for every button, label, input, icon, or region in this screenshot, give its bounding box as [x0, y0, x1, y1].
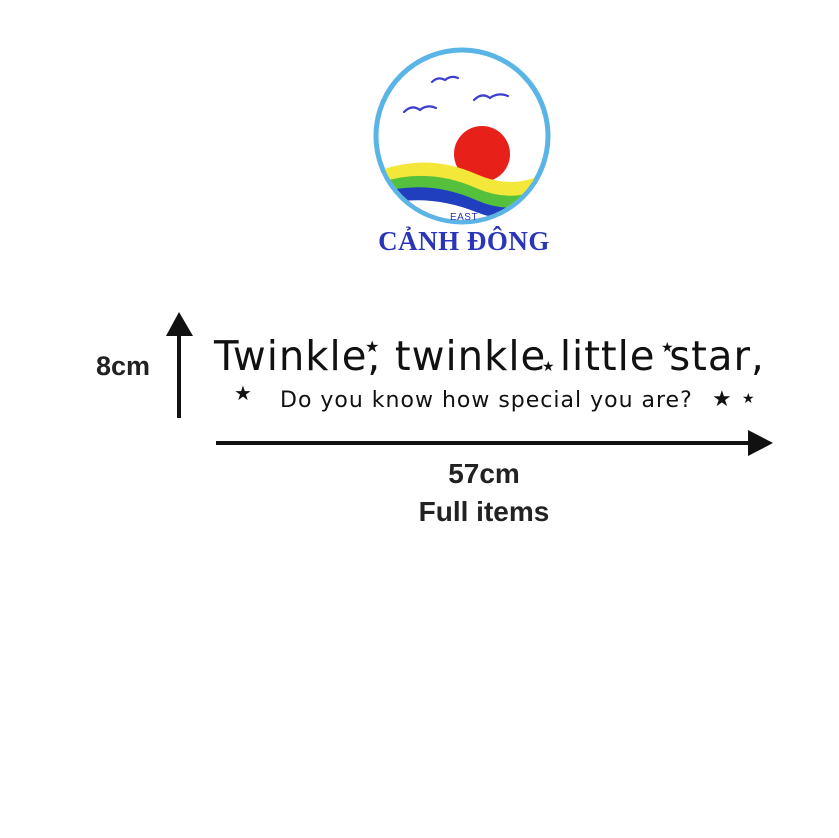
decal-line-2: Do you know how special you are? [280, 388, 693, 413]
full-items-label: Full items [418, 496, 550, 527]
star-icon: ★ [234, 383, 252, 405]
sun-icon [454, 126, 510, 182]
height-arrow-head [166, 312, 193, 336]
star-icon: ★ [365, 339, 380, 356]
logo-emblem [373, 47, 551, 225]
wave-white [378, 196, 546, 220]
width-arrow-head [748, 430, 773, 456]
star-icon: ★ [542, 358, 555, 374]
brand-logo: EAST CẢNH ĐÔNG [366, 42, 566, 272]
star-icon: ★ [712, 386, 732, 411]
height-label: 8cm [96, 351, 151, 381]
width-label: 57cm [448, 458, 520, 489]
logo-small-text: EAST [449, 212, 479, 223]
star-icon: ★ [742, 390, 755, 406]
brand-name: CẢNH ĐÔNG [378, 226, 550, 256]
decal-line-1: Twinkle, twinkle little star, [214, 332, 765, 380]
birds-icon [402, 75, 510, 114]
star-icon: ★ [661, 339, 674, 355]
